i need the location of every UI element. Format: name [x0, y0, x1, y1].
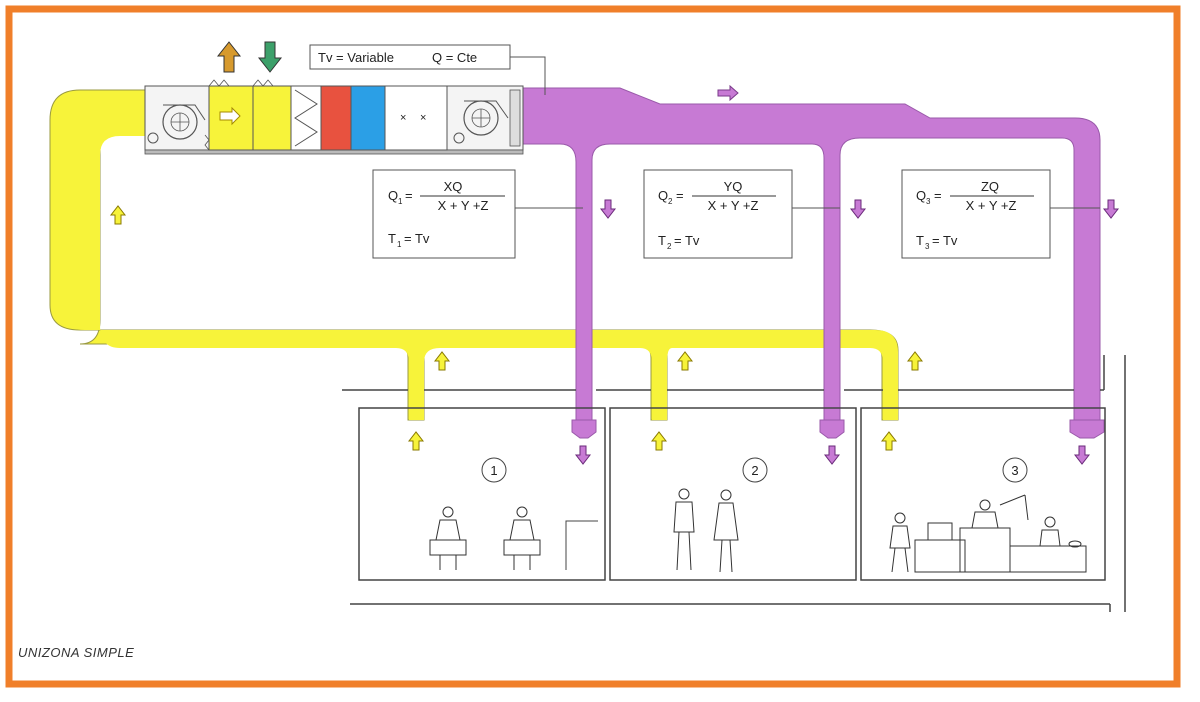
zone-1-denominator: X + Y +Z: [438, 198, 489, 213]
zone-2-t-value: = Tv: [674, 233, 700, 248]
intake-arrow-icon: [257, 41, 283, 73]
standing-person-icon: [673, 488, 695, 571]
zone-box-2: Q 2 = YQ X + Y +Z T 2 = Tv: [643, 169, 840, 259]
air-handling-unit: × ×: [144, 79, 524, 155]
svg-text:×: ×: [420, 112, 426, 124]
zone-box-3: Q 3 = ZQ X + Y +Z T 3 = Tv: [901, 169, 1100, 259]
svg-text:=: =: [405, 188, 413, 203]
humidifier-section: × ×: [384, 85, 448, 151]
office-workers-icon: [889, 494, 1087, 573]
zone-3-q-label: Q: [916, 188, 926, 203]
zone-3-t-label: T: [916, 233, 924, 248]
header-tv-text: Tv = Variable: [318, 50, 394, 65]
exhaust-arrow-icon: [216, 41, 242, 73]
return-arrow-icon: [407, 431, 425, 451]
intake-section: [252, 85, 292, 151]
zone-2-q-sub: 2: [668, 197, 673, 206]
zone-2-denominator: X + Y +Z: [708, 198, 759, 213]
zone-1-t-sub: 1: [397, 240, 402, 249]
zone-1-numerator: XQ: [444, 179, 463, 194]
svg-text:×: ×: [400, 112, 406, 124]
zone-3-t-sub: 3: [925, 242, 930, 251]
supply-arrow-icon: [823, 445, 841, 465]
return-arrow-icon: [650, 431, 668, 451]
zone-2-numerator: YQ: [724, 179, 743, 194]
return-arrow-icon: [676, 351, 694, 371]
mixing-arrow-icon: [219, 106, 241, 126]
supply-arrow-icon: [574, 445, 592, 465]
seated-person-icon: [429, 506, 467, 570]
svg-text:=: =: [676, 188, 684, 203]
supply-duct: [519, 87, 1105, 439]
room-1-number: 1: [490, 463, 497, 478]
cooling-coil: [350, 85, 386, 151]
header-box: Tv = Variable Q = Cte: [309, 44, 546, 95]
zone-3-denominator: X + Y +Z: [966, 198, 1017, 213]
zone-2-t-label: T: [658, 233, 666, 248]
zone-1-q-label: Q: [388, 188, 398, 203]
header-q-text: Q = Cte: [432, 50, 477, 65]
zone-3-q-sub: 3: [926, 197, 931, 206]
supply-flow-arrow-icon: [717, 84, 739, 102]
diagram-caption: UNIZONA SIMPLE: [18, 645, 135, 660]
heating-coil: [320, 85, 352, 151]
filter-icon: [290, 85, 322, 151]
building-lines: [342, 355, 1126, 612]
supply-arrow-icon: [1102, 199, 1120, 219]
return-arrow-icon: [906, 351, 924, 371]
room-1: 1: [358, 407, 606, 581]
supply-arrow-icon: [599, 199, 617, 219]
zone-box-1: Q 1 = XQ X + Y +Z T 1 = Tv: [372, 169, 583, 259]
orange-frame: [5, 5, 1181, 688]
zone-1-t-value: = Tv: [404, 231, 430, 246]
supply-arrow-icon: [1073, 445, 1091, 465]
svg-text:=: =: [934, 188, 942, 203]
zone-1-t-label: T: [388, 231, 396, 246]
return-duct-fill: [52, 92, 898, 420]
return-arrow-icon: [109, 205, 127, 225]
standing-person-icon: [713, 489, 739, 573]
return-arrow-icon: [880, 431, 898, 451]
return-fan-icon: [147, 104, 206, 144]
zone-2-q-label: Q: [658, 188, 668, 203]
return-arrow-icons: [109, 205, 924, 451]
room-3: 3: [860, 407, 1106, 581]
zone-1-q-sub: 1: [398, 197, 403, 206]
zone-3-numerator: ZQ: [981, 179, 999, 194]
supply-arrow-icons: [574, 199, 1120, 465]
supply-arrow-icon: [849, 199, 867, 219]
room-2-number: 2: [751, 463, 758, 478]
return-arrow-icon: [433, 351, 451, 371]
zone-3-t-value: = Tv: [932, 233, 958, 248]
room-3-number: 3: [1011, 463, 1018, 478]
room-2: 2: [609, 407, 857, 581]
supply-fan-icon: [453, 100, 509, 144]
seated-person-icon: [503, 506, 541, 570]
zone-2-t-sub: 2: [667, 242, 672, 251]
